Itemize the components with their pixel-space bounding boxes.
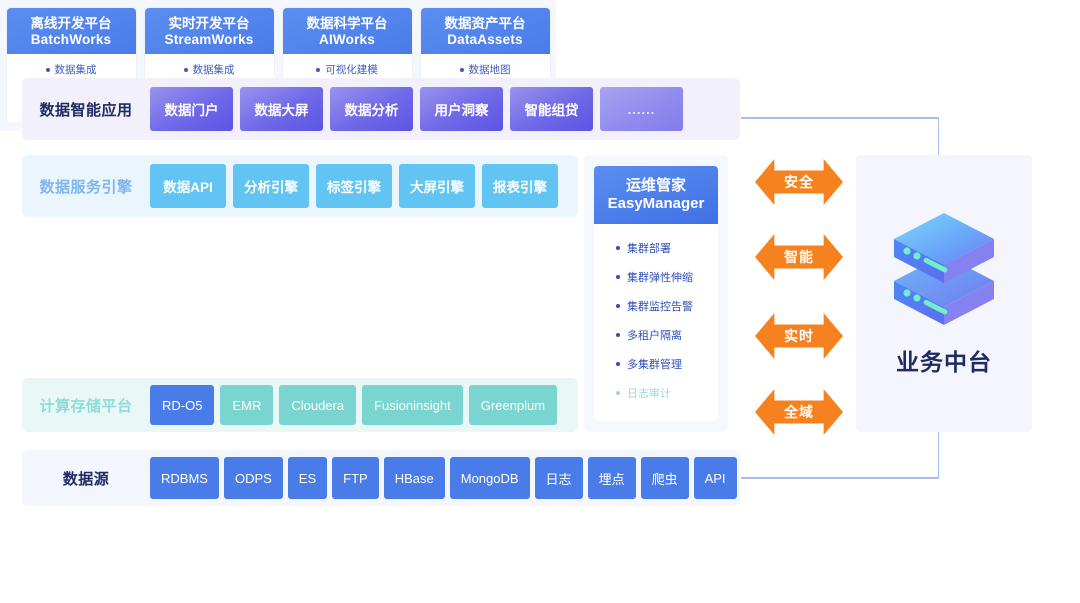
platform-title-en: AIWorks [319,31,375,47]
source-chip-hbase[interactable]: HBase [383,457,445,499]
easymanager-feature: 多集群管理 [616,356,718,372]
platform-title-cn: 实时开发平台 [168,15,250,31]
svc-chip-analysis-engine[interactable]: 分析引擎 [233,164,309,208]
arrow-global: 全域 [755,389,843,435]
easymanager-title-en: EasyManager [607,195,705,212]
platform-title-cn: 数据资产平台 [444,15,526,31]
stacked-server-icon [890,211,998,329]
connector-bottom-horizontal [741,477,939,479]
app-chip-data-analysis[interactable]: 数据分析 [330,87,413,131]
platform-card-header: 数据资产平台 DataAssets [420,8,550,54]
connector-bottom-vertical [937,431,939,478]
compute-chip-greenplum[interactable]: Greenplum [468,385,558,425]
easymanager-feature: 集群部署 [616,240,718,256]
source-chip-api[interactable]: API [693,457,737,499]
app-chip-data-dashboard[interactable]: 数据大屏 [240,87,323,131]
application-chip-list: 数据门户 数据大屏 数据分析 用户洞察 智能组贷 ...... [150,87,683,131]
platform-feature: 数据集成 [184,62,235,77]
platform-title-cn: 离线开发平台 [30,15,112,31]
compute-chip-emr[interactable]: EMR [220,385,274,425]
source-chip-logs[interactable]: 日志 [534,457,583,499]
row-compute-storage-label: 计算存储平台 [39,397,133,415]
svc-chip-dashboard-engine[interactable]: 大屏引擎 [399,164,475,208]
business-platform-panel[interactable]: 业务中台 [856,155,1032,432]
platform-card-batchworks[interactable]: 离线开发平台 BatchWorks 数据集成 离线开发 任务运维 [6,8,136,123]
row-service-engine: 数据服务引擎 数据API 分析引擎 标签引擎 大屏引擎 报表引擎 [22,155,578,217]
platform-card-header: 数据科学平台 AIWorks [282,8,412,54]
app-chip-more[interactable]: ...... [600,87,683,131]
easymanager-feature: 日志审计 [616,385,718,401]
connector-top-vertical [937,117,939,156]
app-chip-data-portal[interactable]: 数据门户 [150,87,233,131]
platform-title-cn: 数据科学平台 [306,15,388,31]
easymanager-title-cn: 运维管家 [625,177,686,194]
platform-feature: 数据集成 [46,62,97,77]
svc-chip-tag-engine[interactable]: 标签引擎 [316,164,392,208]
row-applications: 数据智能应用 数据门户 数据大屏 数据分析 用户洞察 智能组贷 ...... [22,78,740,140]
service-engine-chip-list: 数据API 分析引擎 标签引擎 大屏引擎 报表引擎 [150,164,558,208]
easymanager-feature: 集群弹性伸缩 [616,269,718,285]
source-chip-tracking[interactable]: 埋点 [587,457,636,499]
arrow-intelligence: 智能 [755,234,843,280]
svc-chip-data-api[interactable]: 数据API [150,164,226,208]
row-data-sources: 数据源 RDBMS ODPS ES FTP HBase MongoDB 日志 埋… [22,450,740,506]
app-chip-smart-lending[interactable]: 智能组贷 [510,87,593,131]
source-chip-ftp[interactable]: FTP [332,457,379,499]
compute-chip-rd-o5[interactable]: RD-O5 [150,385,215,425]
data-source-chip-list: RDBMS ODPS ES FTP HBase MongoDB 日志 埋点 爬虫… [150,457,737,499]
platform-title-en: BatchWorks [30,31,112,47]
compute-chip-cloudera[interactable]: Cloudera [279,385,357,425]
row-compute-storage: 计算存储平台 RD-O5 EMR Cloudera Fusioninsight … [22,378,578,432]
connector-top-horizontal [741,117,939,119]
row-service-engine-label: 数据服务引擎 [39,178,133,196]
easymanager-card[interactable]: 运维管家 EasyManager 集群部署 集群弹性伸缩 集群监控告警 多租户隔… [594,166,718,421]
platform-card-header: 离线开发平台 BatchWorks [6,8,136,54]
business-platform-title: 业务中台 [896,348,992,375]
easymanager-panel: 运维管家 EasyManager 集群部署 集群弹性伸缩 集群监控告警 多租户隔… [584,155,728,432]
arrow-realtime: 实时 [755,313,843,359]
platform-title-en: StreamWorks [164,31,254,47]
row-data-sources-label: 数据源 [62,470,110,488]
source-chip-mongodb[interactable]: MongoDB [449,457,530,499]
easymanager-feature: 多租户隔离 [616,327,718,343]
easymanager-feature-list: 集群部署 集群弹性伸缩 集群监控告警 多租户隔离 多集群管理 日志审计 [594,224,718,421]
source-chip-crawler[interactable]: 爬虫 [640,457,689,499]
platform-feature: 数据地图 [460,62,511,77]
arrow-security: 安全 [755,159,843,205]
easymanager-feature: 集群监控告警 [616,298,718,314]
svc-chip-report-engine[interactable]: 报表引擎 [482,164,558,208]
source-chip-odps[interactable]: ODPS [223,457,283,499]
compute-chip-fusioninsight[interactable]: Fusioninsight [362,385,463,425]
row-applications-label: 数据智能应用 [39,101,133,119]
compute-storage-chip-list: RD-O5 EMR Cloudera Fusioninsight Greenpl… [150,385,558,425]
platform-card-header: 实时开发平台 StreamWorks [144,8,274,54]
platform-feature: 可视化建模 [316,62,378,77]
app-chip-user-insight[interactable]: 用户洞察 [420,87,503,131]
source-chip-rdbms[interactable]: RDBMS [150,457,219,499]
platform-title-en: DataAssets [447,31,523,47]
source-chip-es[interactable]: ES [287,457,328,499]
easymanager-header: 运维管家 EasyManager [594,166,718,224]
